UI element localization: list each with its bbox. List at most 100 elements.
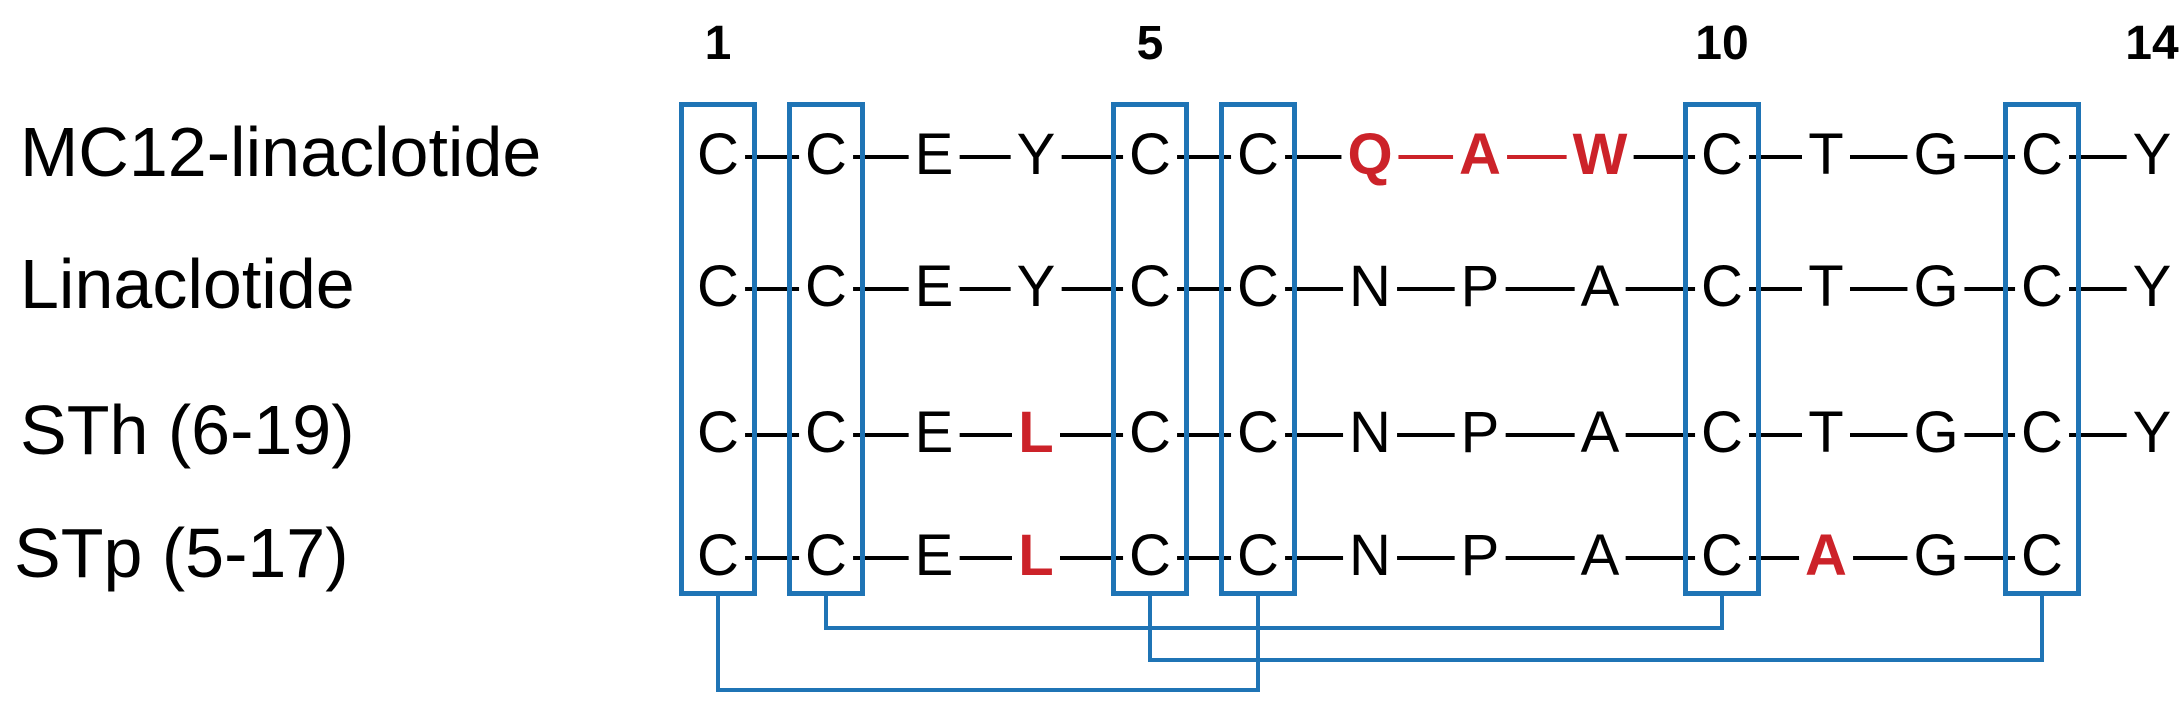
peptide-link xyxy=(1282,155,1346,159)
residue: A xyxy=(1574,258,1626,316)
peptide-link xyxy=(742,287,802,291)
residue: W xyxy=(1566,126,1634,184)
disulfide-bond-line xyxy=(824,596,828,628)
residue: G xyxy=(1907,258,1965,316)
peptide-link xyxy=(850,556,910,560)
residue: E xyxy=(908,126,960,184)
peptide-link xyxy=(1282,287,1346,291)
residue: E xyxy=(908,258,960,316)
residue: C xyxy=(1231,527,1285,585)
peptide-link xyxy=(1394,556,1456,560)
residue: C xyxy=(2015,527,2069,585)
peptide-link xyxy=(958,556,1012,560)
peptide-link xyxy=(1960,287,2018,291)
peptide-link xyxy=(1850,556,1912,560)
disulfide-bond-line xyxy=(1148,596,1152,660)
residue: T xyxy=(1802,126,1850,184)
peptide-link xyxy=(2066,287,2128,291)
peptide-link xyxy=(2066,433,2128,437)
peptide-link xyxy=(958,287,1012,291)
peptide-link xyxy=(742,433,802,437)
peptide-link xyxy=(1504,287,1576,291)
residue: N xyxy=(1343,527,1397,585)
disulfide-bond-line xyxy=(716,596,720,690)
peptide-link xyxy=(1504,556,1576,560)
residue: C xyxy=(799,258,853,316)
disulfide-bond-line xyxy=(1256,596,1260,690)
position-number: 5 xyxy=(1136,17,1164,70)
residue: C xyxy=(799,126,853,184)
residue: Y xyxy=(2126,258,2178,316)
peptide-link xyxy=(742,556,802,560)
residue: G xyxy=(1907,527,1965,585)
disulfide-bond-line xyxy=(1148,658,2044,662)
residue: T xyxy=(1802,258,1850,316)
residue: Y xyxy=(2126,404,2178,462)
row-label: STh (6-19) xyxy=(20,391,355,469)
residue: C xyxy=(1695,258,1749,316)
residue: C xyxy=(1123,126,1177,184)
cysteine-box xyxy=(787,102,865,596)
position-number: 1 xyxy=(704,17,732,70)
residue: P xyxy=(1454,404,1506,462)
peptide-link xyxy=(742,155,802,159)
peptide-link xyxy=(1174,556,1234,560)
peptide-link xyxy=(1746,287,1802,291)
residue: L xyxy=(1012,404,1060,462)
residue: L xyxy=(1012,527,1060,585)
peptide-link xyxy=(1624,287,1698,291)
peptide-link xyxy=(958,155,1012,159)
cysteine-box xyxy=(1683,102,1761,596)
residue: C xyxy=(1123,527,1177,585)
residue: C xyxy=(1123,404,1177,462)
residue: E xyxy=(908,404,960,462)
peptide-link xyxy=(1060,155,1126,159)
peptide-link xyxy=(1960,155,2018,159)
residue: A xyxy=(1574,404,1626,462)
residue: C xyxy=(1231,258,1285,316)
cysteine-box xyxy=(1111,102,1189,596)
peptide-link xyxy=(850,155,910,159)
residue: G xyxy=(1907,126,1965,184)
residue: C xyxy=(1123,258,1177,316)
row-label: STp (5-17) xyxy=(14,514,349,592)
residue: A xyxy=(1574,527,1626,585)
disulfide-bond-line xyxy=(716,688,1260,692)
peptide-link xyxy=(850,433,910,437)
residue: C xyxy=(1695,404,1749,462)
cysteine-box xyxy=(1219,102,1297,596)
residue: C xyxy=(691,258,745,316)
disulfide-bond-line xyxy=(1720,596,1724,628)
residue: C xyxy=(2015,258,2069,316)
residue: T xyxy=(1802,404,1850,462)
peptide-link xyxy=(1174,287,1234,291)
peptide-link xyxy=(1850,155,1912,159)
position-number: 10 xyxy=(1695,17,1749,70)
peptide-link xyxy=(1174,155,1234,159)
peptide-link xyxy=(1174,433,1234,437)
residue: Y xyxy=(2126,126,2178,184)
residue: G xyxy=(1907,404,1965,462)
residue: C xyxy=(799,404,853,462)
peptide-link xyxy=(1060,556,1126,560)
peptide-link xyxy=(1624,155,1698,159)
peptide-link xyxy=(1960,433,2018,437)
peptide-link xyxy=(1746,556,1802,560)
residue: A xyxy=(1799,527,1853,585)
residue: Y xyxy=(1010,126,1062,184)
peptide-link xyxy=(1282,433,1346,437)
peptide-link xyxy=(1624,556,1698,560)
peptide-link xyxy=(1960,556,2018,560)
peptide-link xyxy=(1282,556,1346,560)
disulfide-bond-line xyxy=(824,626,1724,630)
peptide-link xyxy=(1850,287,1912,291)
peptide-link xyxy=(1394,155,1456,159)
residue: C xyxy=(2015,126,2069,184)
disulfide-bond-line xyxy=(2040,596,2044,660)
residue: C xyxy=(691,404,745,462)
peptide-link xyxy=(1504,433,1576,437)
peptide-link xyxy=(850,287,910,291)
peptide-link xyxy=(1746,155,1802,159)
residue: C xyxy=(1695,527,1749,585)
